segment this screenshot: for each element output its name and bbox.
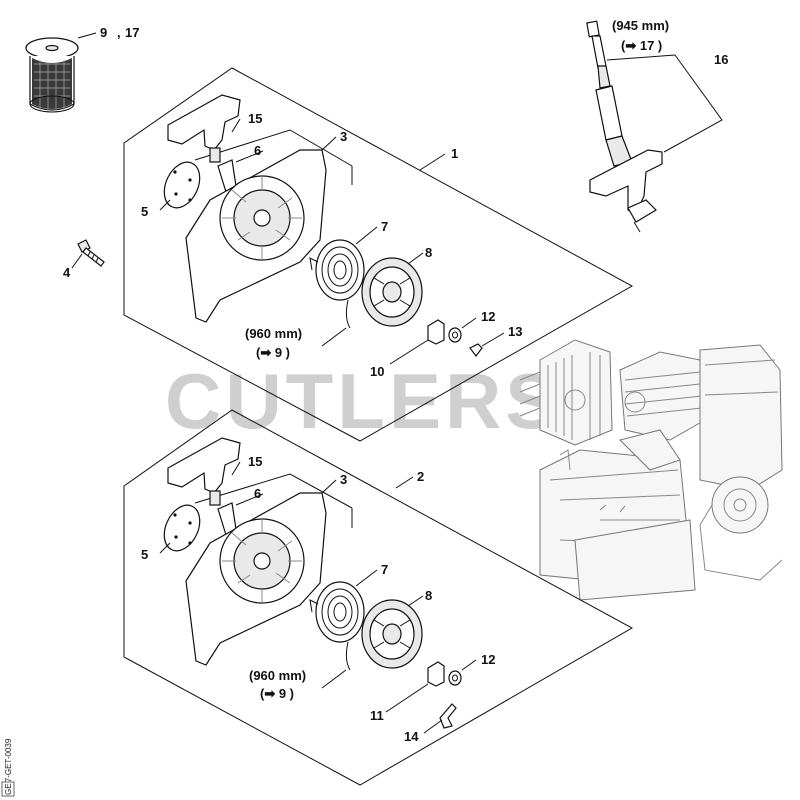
- label-spring-14: 14: [404, 729, 419, 744]
- assembly-2-subframe: [194, 473, 353, 509]
- tool-length: (945 mm): [612, 18, 669, 33]
- label-tool-16: 16: [714, 52, 728, 67]
- engine-illustration: [519, 339, 783, 601]
- cover-plate-5-a: [163, 161, 201, 209]
- label-handle-b: 15: [248, 454, 262, 469]
- label-spool-sep: ,: [117, 25, 121, 40]
- label-clip-a: 13: [508, 324, 522, 339]
- rope-ref-a: (➡ 9 ): [256, 345, 290, 360]
- rope-ref-b: (➡ 9 ): [260, 686, 294, 701]
- label-assembly-1: 1: [451, 146, 458, 161]
- drawing-code-box: [1, 781, 15, 797]
- label-plate-a: 5: [141, 204, 148, 219]
- washer-12-b: [448, 670, 462, 686]
- assembly-2-parts: [163, 437, 462, 729]
- handle-15-b: [167, 437, 241, 494]
- rope-length-b: (960 mm): [249, 668, 306, 683]
- label-rotor-b: 8: [425, 588, 432, 603]
- assembly-1-frame: [123, 67, 634, 442]
- washer-12-a: [448, 327, 462, 343]
- label-bush-a: 6: [254, 143, 261, 158]
- label-fan-housing-b: 3: [340, 472, 347, 487]
- label-handle-a: 15: [248, 111, 262, 126]
- label-spring-a: 7: [381, 219, 388, 234]
- label-spool-9: 9: [100, 25, 107, 40]
- label-plate-b: 5: [141, 547, 148, 562]
- label-washer-a: 12: [481, 309, 495, 324]
- rope-rotor-8-b: [361, 599, 423, 669]
- label-bush-b: 6: [254, 486, 261, 501]
- assembly-1-subframe: [194, 129, 353, 167]
- spring-14-b: [439, 703, 457, 729]
- cover-plate-5-b: [163, 504, 201, 552]
- label-spool-17: 17: [125, 25, 139, 40]
- pawl-11-b: [427, 661, 445, 687]
- handle-sleeve-b: [209, 490, 221, 506]
- handle-sleeve-a: [209, 147, 221, 163]
- rope-rotor-8-a: [361, 257, 423, 327]
- tool-16: [586, 20, 663, 233]
- drawing-code-2: GE: [4, 783, 13, 795]
- label-screw-4: 4: [63, 265, 71, 280]
- assembly-2-frame: [123, 409, 634, 786]
- rewind-spring-7-a: [309, 239, 365, 301]
- label-rotor-a: 8: [425, 245, 432, 260]
- spring-clip-13-a: [469, 343, 483, 357]
- drawing-code: 1127-GET-0039: [4, 738, 13, 795]
- rewind-spring-7-b: [309, 581, 365, 643]
- rope-length-a: (960 mm): [245, 326, 302, 341]
- label-washer-b: 12: [481, 652, 495, 667]
- label-pawl-b: 11: [370, 708, 384, 723]
- screw-4: [77, 239, 105, 267]
- tool-bracket: [663, 54, 723, 153]
- rope-spool: [25, 37, 79, 113]
- label-fan-housing-a: 3: [340, 129, 347, 144]
- starter-rope-b: [345, 641, 351, 671]
- label-pawl-a: 10: [370, 364, 384, 379]
- label-spring-b: 7: [381, 562, 388, 577]
- handle-15-a: [167, 94, 241, 151]
- label-assembly-2: 2: [417, 469, 424, 484]
- watermark-text: CUTLERS: [165, 357, 561, 445]
- starter-rope-a: [345, 299, 351, 329]
- tool-ref: (➡ 17 ): [621, 38, 662, 53]
- assembly-1-parts: [163, 94, 483, 357]
- pawl-10-a: [427, 319, 445, 345]
